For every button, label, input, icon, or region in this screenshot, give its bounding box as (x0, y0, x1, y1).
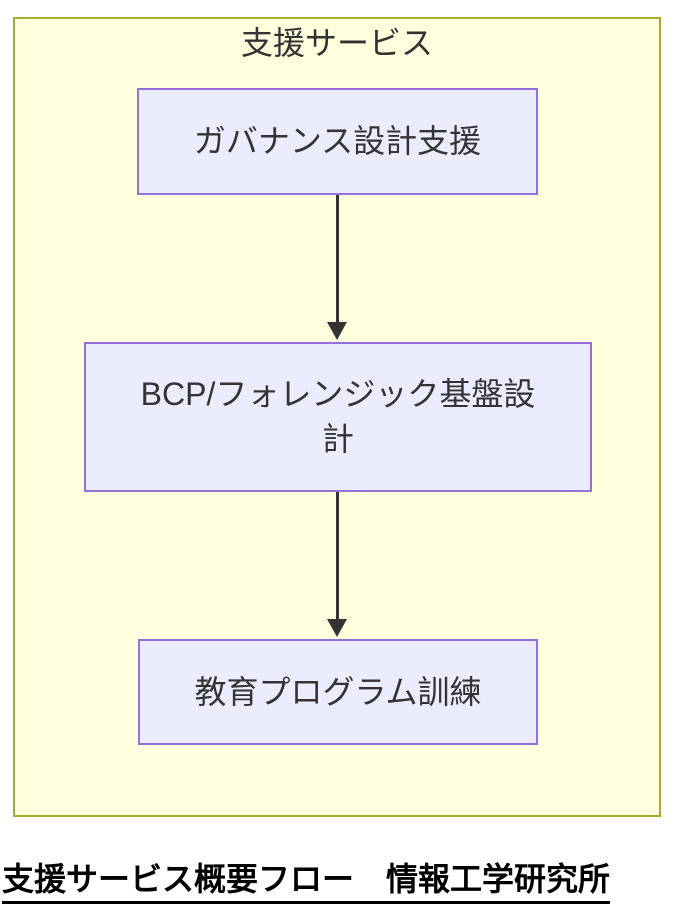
diagram-caption: 支援サービス概要フロー 情報工学研究所 (2, 860, 611, 904)
node-label: BCP/フォレンジック基盤設 計 (140, 376, 536, 457)
edge-b-to-c (336, 492, 339, 621)
edge-a-to-b (336, 195, 339, 324)
node-label: 教育プログラム訓練 (194, 673, 482, 710)
node-label: ガバナンス設計支援 (193, 123, 482, 159)
node-governance-design: ガバナンス設計支援 (137, 88, 538, 195)
cluster-title: 支援サービス (240, 25, 433, 61)
node-bcp-forensic-infra: BCP/フォレンジック基盤設 計 (84, 342, 592, 492)
node-education-training: 教育プログラム訓練 (138, 639, 538, 745)
arrowhead-down-icon (327, 322, 347, 340)
arrowhead-down-icon (327, 619, 347, 637)
